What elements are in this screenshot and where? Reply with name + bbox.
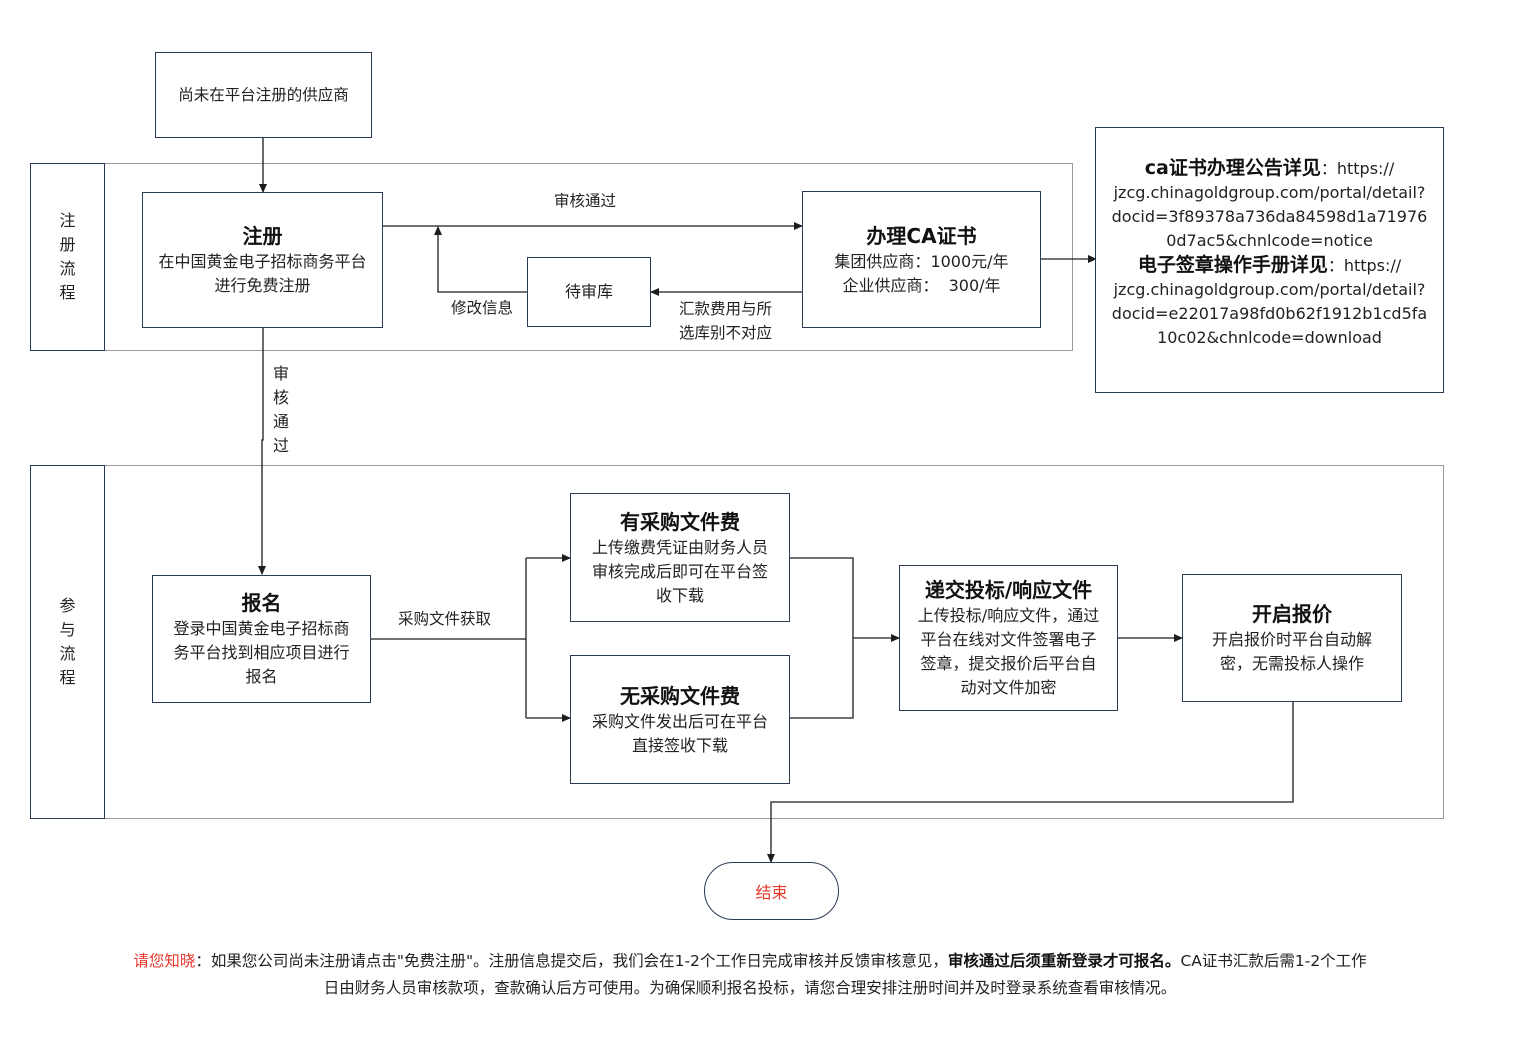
submit-box: 递交投标/响应文件 上传投标/响应文件，通过 平台在线对文件签署电子 签章，提交… xyxy=(899,565,1118,711)
ca-manual-url-3[interactable]: docid=e22017a98fd0b62f1912b1cd5fa xyxy=(1111,304,1428,323)
registration-lane-label: 注册流程 xyxy=(30,163,105,351)
registration-lane-title: 注册流程 xyxy=(59,211,76,302)
participation-lane-label: 参与流程 xyxy=(30,465,105,819)
ca-notice-title: ca证书办理公告详见 xyxy=(1144,157,1321,179)
no-fee-box: 无采购文件费 采购文件发出后可在平台 直接签收下载 xyxy=(570,655,790,784)
submit-line3: 签章，提交报价后平台自 xyxy=(920,654,1097,673)
ca-cert-enterprise: 企业供应商： 300/年 xyxy=(842,274,1000,298)
participation-lane-title: 参与流程 xyxy=(59,596,76,687)
submit-line2: 平台在线对文件签署电子 xyxy=(920,630,1097,649)
ca-manual-url-2[interactable]: jzcg.chinagoldgroup.com/portal/detail? xyxy=(1113,280,1426,299)
pending-box: 待审库 xyxy=(527,257,651,327)
note-line1: 请您知晓：如果您公司尚未注册请点击"免费注册"。注册信息提交后，我们会在1-2个… xyxy=(40,948,1460,975)
ca-manual-url-4[interactable]: 10c02&chnlcode=download xyxy=(1157,328,1382,347)
submit-title: 递交投标/响应文件 xyxy=(924,578,1093,602)
arrow-register-to-signup xyxy=(258,327,266,575)
end-terminal: 结束 xyxy=(704,862,839,920)
ca-manual-title: 电子签章操作手册详见 xyxy=(1137,254,1328,276)
register-line2: 进行免费注册 xyxy=(214,276,311,295)
ca-group-label: 集团供应商： xyxy=(834,251,931,271)
label-approved-vertical: 审核通过 xyxy=(272,364,289,455)
label-modify-info: 修改信息 xyxy=(451,299,514,317)
note-bold: 审核通过后须重新登录才可报名。 xyxy=(947,952,1181,970)
ca-notice-url-3[interactable]: docid=3f89378a736da84598d1a71976 xyxy=(1111,207,1428,226)
note-part2: CA证书汇款后需1-2个工作 xyxy=(1180,952,1367,970)
no-fee-line2: 直接签收下载 xyxy=(631,735,728,755)
ca-manual-url-1[interactable]: ：https:// xyxy=(1327,256,1402,275)
ca-group-price: 1000元/年 xyxy=(930,251,1009,271)
ca-info-box: ca证书办理公告详见：https:// jzcg.chinagoldgroup.… xyxy=(1095,127,1444,393)
ca-cert-group: 集团供应商：1000元/年 xyxy=(834,250,1008,274)
bottom-note: 请您知晓：如果您公司尚未注册请点击"免费注册"。注册信息提交后，我们会在1-2个… xyxy=(40,948,1460,1002)
register-line1: 在中国黄金电子招标商务平台 xyxy=(158,252,367,271)
arrow-pending-to-register xyxy=(434,226,527,293)
ca-notice-url-4[interactable]: 0d7ac5&chnlcode=notice xyxy=(1166,231,1373,250)
unregistered-supplier-box: 尚未在平台注册的供应商 xyxy=(155,52,372,138)
open-price-line1: 开启报价时平台自动解 xyxy=(1211,630,1372,649)
open-price-box: 开启报价 开启报价时平台自动解 密，无需投标人操作 xyxy=(1182,574,1402,702)
signup-line3: 报名 xyxy=(245,667,278,686)
with-fee-box: 有采购文件费 上传缴费凭证由财务人员 审核完成后即可在平台签 收下载 xyxy=(570,493,790,622)
note-line2: 日由财务人员审核款项，查款确认后方可使用。为确保顺利报名投标，请您合理安排注册时… xyxy=(323,979,1177,997)
end-text: 结束 xyxy=(755,883,788,902)
register-title: 注册 xyxy=(242,224,283,248)
with-fee-line2: 审核完成后即可在平台签 xyxy=(591,561,768,581)
submit-line4: 动对文件加密 xyxy=(960,678,1057,697)
signup-line2: 务平台找到相应项目进行 xyxy=(173,643,350,662)
ca-enterprise-price: 300/年 xyxy=(948,275,1001,295)
line-with-fee-to-merge xyxy=(790,557,854,719)
with-fee-title: 有采购文件费 xyxy=(620,509,740,534)
label-approved-top: 审核通过 xyxy=(554,192,617,210)
signup-line1: 登录中国黄金电子招标商 xyxy=(173,619,350,638)
with-fee-line3: 收下载 xyxy=(655,585,704,605)
label-mismatch-2: 选库别不对应 xyxy=(679,324,773,342)
label-mismatch-1: 汇款费用与所 xyxy=(679,300,773,318)
ca-cert-title: 办理CA证书 xyxy=(866,223,977,248)
submit-line1: 上传投标/响应文件，通过 xyxy=(917,606,1100,625)
open-price-title: 开启报价 xyxy=(1252,602,1332,626)
no-fee-title: 无采购文件费 xyxy=(620,683,740,708)
ca-enterprise-label: 企业供应商： xyxy=(842,275,939,295)
ca-manual-line1: 电子签章操作手册详见：https:// xyxy=(1102,253,1437,278)
ca-notice-url-1[interactable]: ：https:// xyxy=(1320,159,1395,178)
note-prefix: 请您知晓 xyxy=(133,952,196,970)
note-part1: ：如果您公司尚未注册请点击"免费注册"。注册信息提交后，我们会在1-2个工作日完… xyxy=(195,952,948,970)
register-box: 注册 在中国黄金电子招标商务平台 进行免费注册 xyxy=(142,192,383,328)
ca-cert-box: 办理CA证书 集团供应商：1000元/年 企业供应商： 300/年 xyxy=(802,191,1041,328)
pending-text: 待审库 xyxy=(564,282,613,301)
ca-notice-url-2[interactable]: jzcg.chinagoldgroup.com/portal/detail? xyxy=(1113,183,1426,202)
signup-box: 报名 登录中国黄金电子招标商 务平台找到相应项目进行 报名 xyxy=(152,575,371,703)
signup-title: 报名 xyxy=(241,591,282,615)
unregistered-supplier-text: 尚未在平台注册的供应商 xyxy=(178,86,349,104)
ca-notice-line1: ca证书办理公告详见：https:// xyxy=(1102,156,1437,181)
open-price-line2: 密，无需投标人操作 xyxy=(1219,654,1364,673)
with-fee-line1: 上传缴费凭证由财务人员 xyxy=(591,537,768,557)
arrow-open-to-end xyxy=(767,702,1294,863)
label-obtain-docs: 采购文件获取 xyxy=(398,610,492,628)
no-fee-line1: 采购文件发出后可在平台 xyxy=(591,711,768,731)
